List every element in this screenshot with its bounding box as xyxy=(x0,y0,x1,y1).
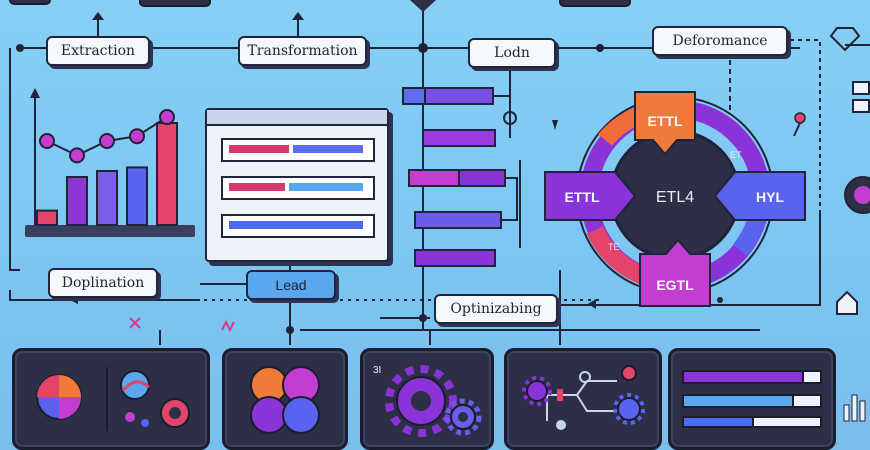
label-deployment-text: Doplination xyxy=(61,275,145,291)
label-transformation-text: Transformation xyxy=(247,43,358,59)
chart-point xyxy=(159,109,175,125)
gear-icon xyxy=(385,365,457,437)
etl-cycle: ETTL ETTL HYL EGTL ETL4 ET TE xyxy=(544,91,806,307)
home-icon xyxy=(836,290,858,315)
etl-small-text: ET xyxy=(730,150,742,160)
etl-left-label: ETTL xyxy=(565,189,600,205)
tile-analytics xyxy=(12,348,210,450)
gear-icon xyxy=(522,376,552,406)
chart-bar xyxy=(96,170,118,226)
pie-chart-icon xyxy=(36,374,82,420)
bar-line-chart xyxy=(25,88,195,237)
label-transformation: Transformation xyxy=(238,36,367,66)
gear-icon xyxy=(444,398,482,436)
tile-network xyxy=(504,348,662,450)
chart-bar xyxy=(126,166,148,226)
bar-chart-icon xyxy=(843,394,866,422)
chart-baseline xyxy=(25,225,195,237)
pin-icon xyxy=(793,112,806,137)
table-row xyxy=(221,138,375,162)
chart-point xyxy=(99,133,115,149)
tile-flower xyxy=(222,348,348,450)
gear-icon xyxy=(617,397,641,421)
tile-progress xyxy=(668,348,836,450)
label-optimizing: Optinizabing xyxy=(434,294,558,324)
chart-point xyxy=(129,128,145,145)
label-load-mid: Lead xyxy=(246,270,336,300)
progress-bar xyxy=(682,394,794,408)
etl-bottom-label: EGTL xyxy=(656,277,694,293)
mini-chart-icon xyxy=(120,370,150,400)
label-extraction: Extraction xyxy=(46,36,150,66)
etl-bottom-block xyxy=(639,238,711,307)
etl-top-label: ETTL xyxy=(648,113,683,129)
load-bars xyxy=(402,87,518,267)
flower-icon xyxy=(250,366,320,434)
label-performance-text: Deforomance xyxy=(672,33,768,49)
stack-icon xyxy=(852,81,870,113)
chart-bar xyxy=(36,209,58,227)
label-deployment: Doplination xyxy=(48,268,158,298)
etl-right-label: HYL xyxy=(756,189,784,205)
label-load-top: Lodn xyxy=(468,38,556,68)
progress-bar xyxy=(682,416,754,428)
tile-gears: 3I xyxy=(360,348,494,450)
diamond-icon xyxy=(829,27,861,52)
table-row xyxy=(221,214,375,238)
side-icons xyxy=(829,27,870,315)
label-load-mid-text: Lead xyxy=(275,277,307,293)
chart-bar xyxy=(66,176,88,226)
label-performance: Deforomance xyxy=(652,26,788,56)
etl-small-text-2: TE xyxy=(608,242,620,252)
transformation-table xyxy=(205,108,389,262)
gear-tile-mark: 3I xyxy=(373,365,381,376)
etl-right-block xyxy=(713,171,806,221)
etl-left-block xyxy=(544,171,637,221)
chart-point xyxy=(39,133,55,149)
label-extraction-text: Extraction xyxy=(60,43,136,59)
label-optimizing-text: Optinizabing xyxy=(450,301,542,317)
chart-bar xyxy=(156,122,178,226)
progress-bar xyxy=(682,370,804,384)
table-row xyxy=(221,176,375,200)
etl-center-label: ETL4 xyxy=(656,189,694,206)
label-load-top-text: Lodn xyxy=(494,45,530,61)
chart-point xyxy=(69,147,85,164)
etl-top-block xyxy=(634,91,696,156)
